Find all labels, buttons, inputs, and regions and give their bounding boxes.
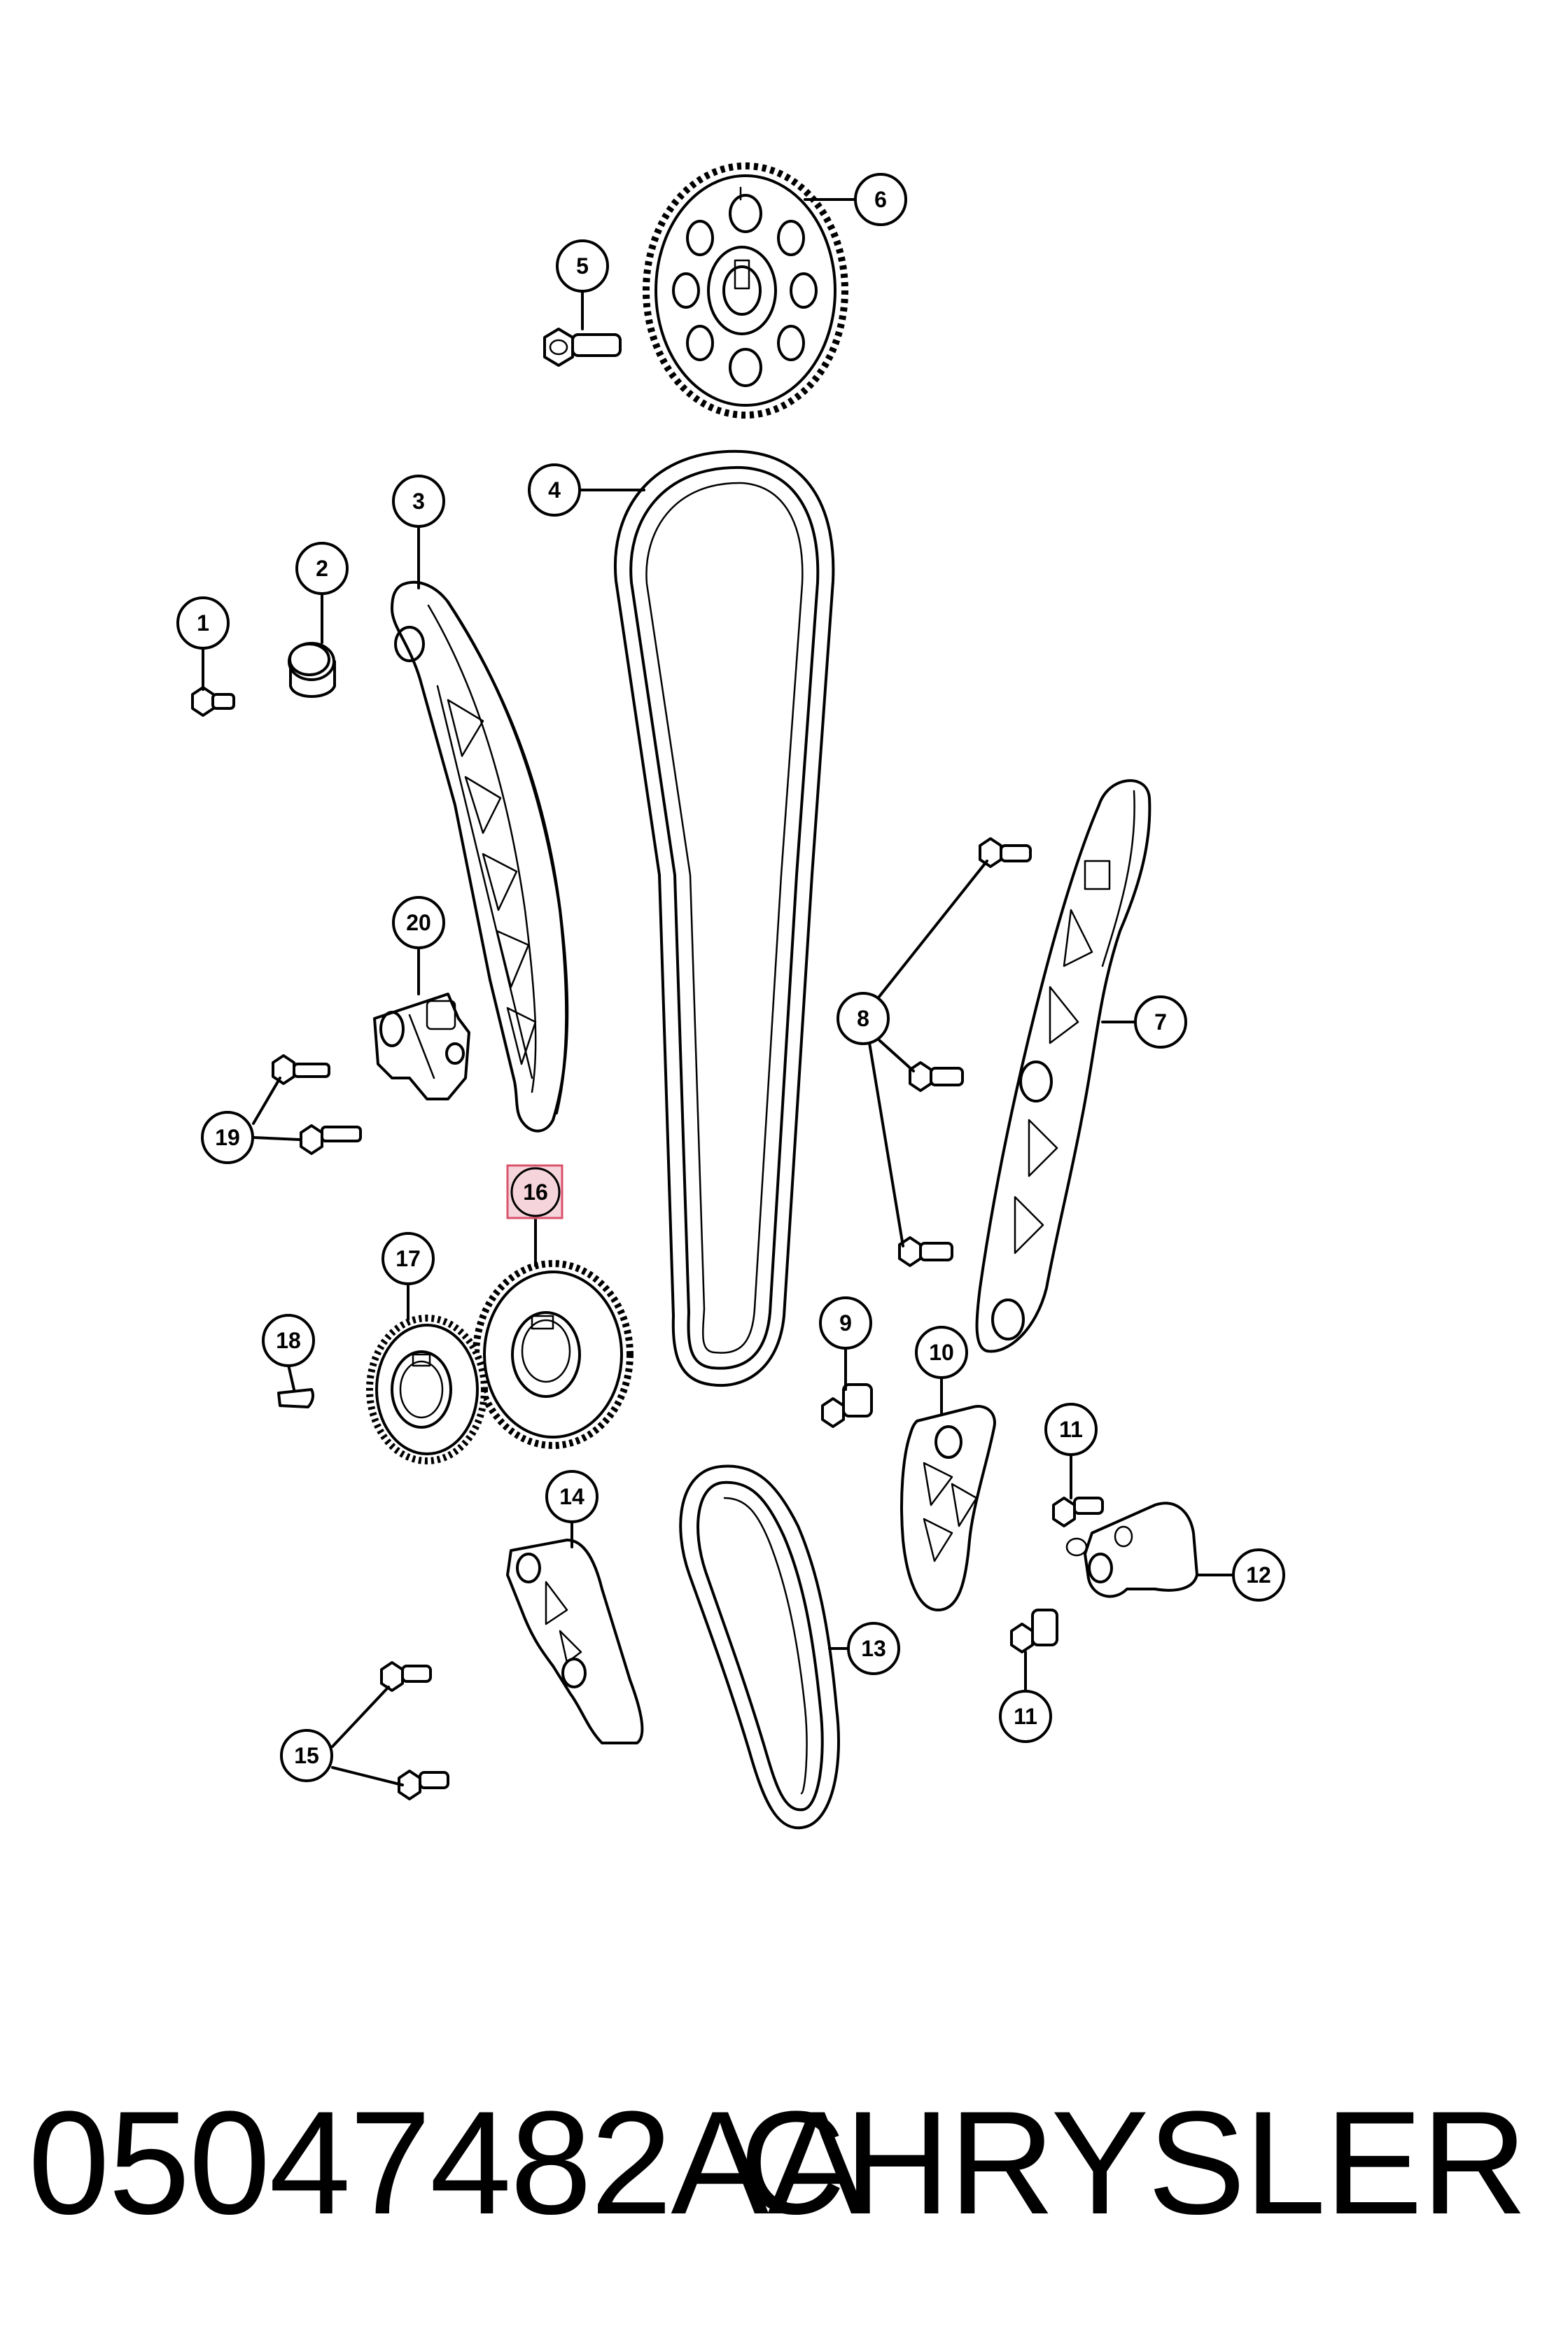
tensioner-chain-guide [391, 580, 569, 1133]
camshaft-sprocket [643, 162, 848, 419]
guide-pivot-bolt [191, 686, 235, 717]
callout-2[interactable]: 2 [295, 542, 349, 595]
oil-pump-drive-chain [679, 1464, 840, 1830]
tensioner-bolts [272, 1054, 362, 1155]
callout-16-label: 16 [523, 1180, 548, 1205]
guide-bolts-15 [380, 1661, 449, 1800]
callout-18[interactable]: 18 [262, 1314, 315, 1367]
callout-11-upper-label: 11 [1059, 1417, 1083, 1442]
upper-timing-chain [614, 449, 835, 1387]
leader-lines [202, 198, 1233, 1786]
chain-tensioner [373, 993, 470, 1100]
callout-14[interactable]: 14 [545, 1470, 598, 1523]
callout-4-label: 4 [548, 477, 561, 503]
callout-1-label: 1 [197, 610, 209, 636]
callout-14-label: 14 [559, 1484, 584, 1509]
spacer-bushing [288, 642, 336, 698]
oil-pump-chain-guide [900, 1405, 996, 1611]
callout-7[interactable]: 7 [1134, 995, 1187, 1049]
callout-10-label: 10 [929, 1340, 954, 1365]
callout-17-label: 17 [396, 1246, 421, 1271]
footer: 05047482AA CHRYSLER [0, 2072, 1568, 2254]
callout-13-label: 13 [861, 1636, 886, 1661]
callout-20[interactable]: 20 [392, 896, 445, 949]
callout-10[interactable]: 10 [915, 1326, 968, 1379]
guide-bolts [898, 837, 1032, 1267]
callout-5-label: 5 [576, 253, 589, 279]
callout-12[interactable]: 12 [1232, 1548, 1285, 1602]
woodruff-key [277, 1388, 315, 1408]
callout-1[interactable]: 1 [176, 596, 230, 650]
callout-2-label: 2 [316, 556, 328, 581]
lower-chain-guide [506, 1539, 644, 1744]
callout-18-label: 18 [276, 1328, 301, 1353]
callouts: 1 2 3 4 5 6 7 8 9 10 11 11 12 13 14 15 1… [176, 173, 1285, 1782]
callout-3[interactable]: 3 [392, 475, 445, 528]
callout-8-label: 8 [857, 1006, 869, 1031]
callout-11-lower[interactable]: 11 [999, 1690, 1052, 1743]
oil-pump-sprocket [366, 1315, 488, 1464]
callout-17[interactable]: 17 [382, 1232, 435, 1285]
callout-11-lower-label: 11 [1014, 1704, 1037, 1729]
callout-6-label: 6 [874, 187, 887, 212]
callout-4[interactable]: 4 [528, 463, 581, 517]
callout-9-label: 9 [839, 1310, 852, 1336]
callout-15-label: 15 [294, 1743, 319, 1768]
callout-3-label: 3 [412, 489, 425, 514]
fixed-chain-guide [975, 779, 1152, 1353]
callout-16[interactable]: 16 [506, 1164, 564, 1219]
callout-5[interactable]: 5 [556, 239, 609, 293]
callout-20-label: 20 [406, 910, 431, 935]
callout-12-label: 12 [1246, 1562, 1271, 1588]
guide-bolt-9 [821, 1383, 873, 1428]
callout-8[interactable]: 8 [836, 992, 890, 1045]
crankshaft-sprocket [472, 1260, 634, 1449]
part-number: 05047482AA [28, 2080, 865, 2245]
callout-9[interactable]: 9 [819, 1296, 872, 1350]
oil-pump-chain-tensioner [1065, 1502, 1198, 1598]
callout-11-upper[interactable]: 11 [1044, 1403, 1098, 1456]
callout-19-label: 19 [215, 1125, 240, 1150]
brand-name: CHRYSLER [739, 2080, 1527, 2245]
tensioner-bolts-11 [1010, 1497, 1104, 1653]
callout-6[interactable]: 6 [854, 173, 907, 226]
callout-19[interactable]: 19 [201, 1111, 254, 1164]
callout-15[interactable]: 15 [280, 1729, 333, 1782]
callout-7-label: 7 [1154, 1009, 1167, 1035]
sprocket-bolt [543, 328, 622, 367]
callout-13[interactable]: 13 [847, 1622, 900, 1675]
